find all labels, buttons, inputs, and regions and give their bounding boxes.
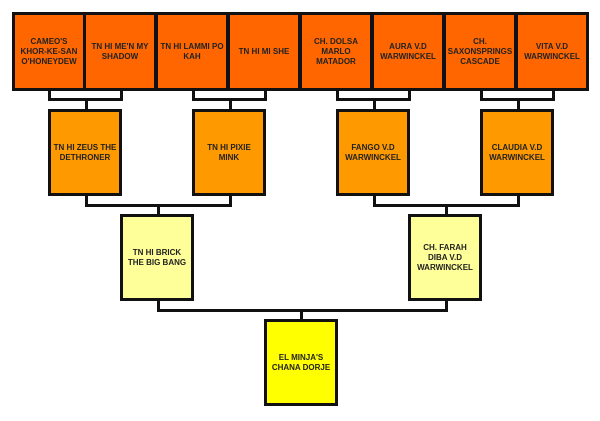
connector-line [300, 309, 303, 320]
connector-line [120, 90, 123, 100]
parent-box: CH. FARAH DIBA V.D WARWINCKEL [408, 214, 482, 301]
connector-line [85, 195, 88, 206]
connector-line [157, 300, 160, 311]
parent-box: TN HI BRICK THE BIG BANG [120, 214, 194, 301]
grandparent-box: TN HI PIXIE MINK [192, 109, 266, 196]
connector-line [157, 204, 160, 215]
connector-line [48, 90, 51, 100]
great-grandparent-box: CH. DOLSA MARLO MATADOR [299, 12, 373, 91]
connector-line [229, 195, 232, 206]
grandparent-name: TN HI ZEUS THE DETHRONER [53, 142, 117, 162]
great-grandparent-box: CAMEO'S KHOR-KE-SAN O'HONEYDEW [12, 12, 86, 91]
grandparent-box: CLAUDIA V.D WARWINCKEL [480, 109, 554, 196]
grandparent-name: CLAUDIA V.D WARWINCKEL [489, 142, 545, 162]
connector-line [408, 90, 411, 100]
connector-line [336, 90, 339, 100]
great-grandparent-name: TN HI ME'N MY SHADOW [91, 41, 149, 61]
parent-name: TN HI BRICK THE BIG BANG [127, 247, 187, 267]
connector-line [264, 90, 267, 100]
great-grandparent-name: CH. SAXONSPRINGS CASCADE [447, 36, 513, 66]
connector-line [192, 90, 195, 100]
great-grandparent-box: VITA V.D WARWINCKEL [515, 12, 589, 91]
great-grandparent-box: AURA V.D WARWINCKEL [371, 12, 445, 91]
grandparent-box: FANGO V.D WARWINCKEL [336, 109, 410, 196]
great-grandparent-name: TN HI LAMMI PO KAH [160, 41, 224, 61]
great-grandparent-name: VITA V.D WARWINCKEL [524, 41, 580, 61]
parent-name: CH. FARAH DIBA V.D WARWINCKEL [417, 242, 473, 272]
great-grandparent-name: AURA V.D WARWINCKEL [380, 41, 436, 61]
connector-line [229, 98, 232, 110]
subject-box: EL MINJA'S CHANA DORJE [264, 319, 338, 406]
great-grandparent-box: TN HI ME'N MY SHADOW [83, 12, 157, 91]
connector-line [373, 98, 376, 110]
subject-name: EL MINJA'S CHANA DORJE [271, 352, 331, 372]
great-grandparent-box: TN HI MI SHE [227, 12, 301, 91]
connector-line [445, 204, 448, 215]
connector-line [517, 195, 520, 206]
connector-line [517, 98, 520, 110]
great-grandparent-name: TN HI MI SHE [238, 46, 290, 56]
connector-line [445, 300, 448, 311]
connector-line [373, 195, 376, 206]
great-grandparent-box: TN HI LAMMI PO KAH [155, 12, 229, 91]
great-grandparent-name: CH. DOLSA MARLO MATADOR [314, 36, 358, 66]
grandparent-box: TN HI ZEUS THE DETHRONER [48, 109, 122, 196]
connector-line [552, 90, 555, 100]
grandparent-name: FANGO V.D WARWINCKEL [345, 142, 401, 162]
connector-line [480, 90, 483, 100]
great-grandparent-box: CH. SAXONSPRINGS CASCADE [443, 12, 517, 91]
great-grandparent-name: CAMEO'S KHOR-KE-SAN O'HONEYDEW [20, 36, 78, 66]
connector-line [85, 98, 88, 110]
grandparent-name: TN HI PIXIE MINK [207, 142, 251, 162]
